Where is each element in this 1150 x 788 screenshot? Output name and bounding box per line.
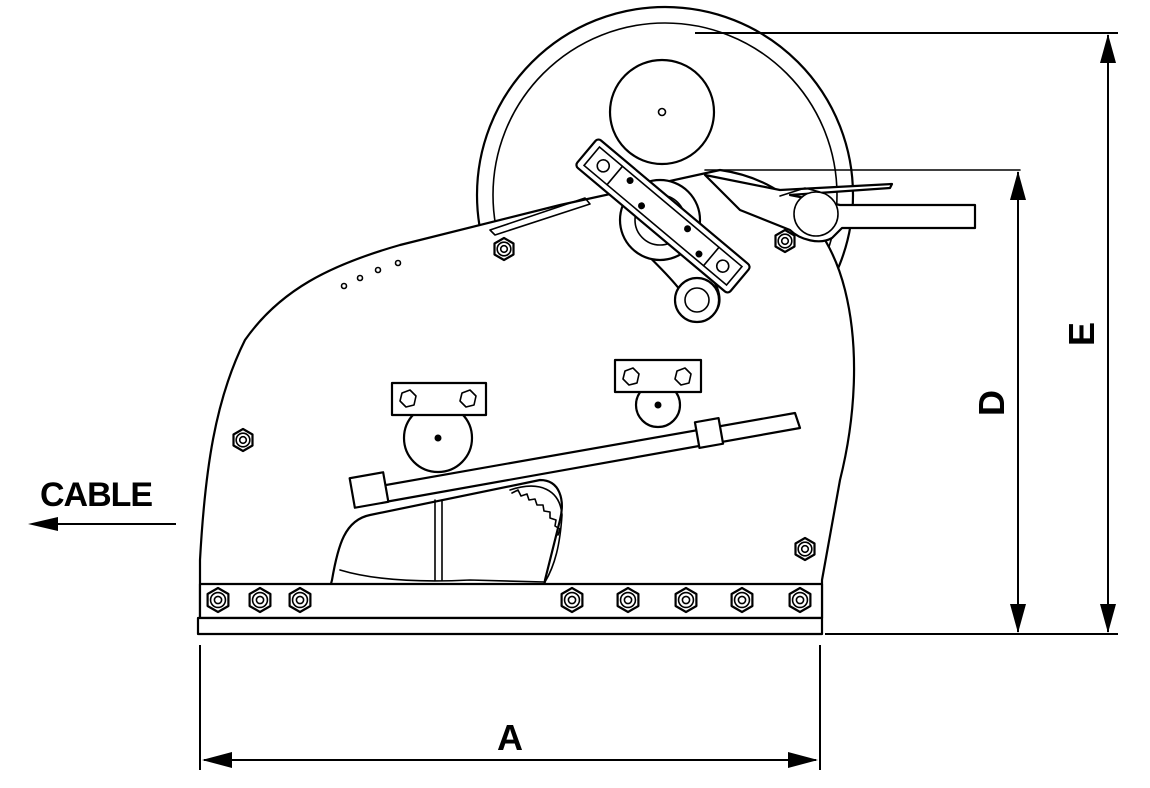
- side-bolts: [232, 228, 816, 562]
- base-bolt: [560, 586, 584, 614]
- dimension-e-label: E: [1061, 322, 1102, 346]
- top-slope-bolts: [340, 259, 402, 290]
- left-roller-bracket: [390, 381, 488, 474]
- right-roller-bracket: [613, 358, 703, 429]
- handle: [703, 169, 1021, 243]
- base-bolt: [674, 586, 698, 614]
- base-bolt: [730, 586, 754, 614]
- base-plate: [196, 582, 824, 636]
- cable-arrow: [28, 517, 176, 531]
- side-bolt: [794, 536, 816, 562]
- side-bolt: [232, 427, 254, 453]
- head-assembly: [575, 138, 751, 324]
- base-bolts: [206, 586, 812, 614]
- base-bolt: [248, 586, 272, 614]
- lever-arm: [348, 411, 802, 509]
- dimension-d: [825, 171, 1030, 635]
- dimension-a-label: A: [497, 717, 523, 758]
- side-bolt: [774, 228, 796, 254]
- base-bolt: [616, 586, 640, 614]
- side-bolt: [493, 236, 515, 262]
- base-bolt: [788, 586, 812, 614]
- dimension-e: [695, 32, 1118, 635]
- dimension-d-label: D: [971, 390, 1012, 416]
- upper-roller: [608, 58, 716, 166]
- base-bolt: [206, 586, 230, 614]
- cable-label: CABLE: [40, 476, 152, 514]
- gear-teeth: [511, 489, 561, 536]
- dimension-a: [199, 645, 821, 770]
- base-bolt: [288, 586, 312, 614]
